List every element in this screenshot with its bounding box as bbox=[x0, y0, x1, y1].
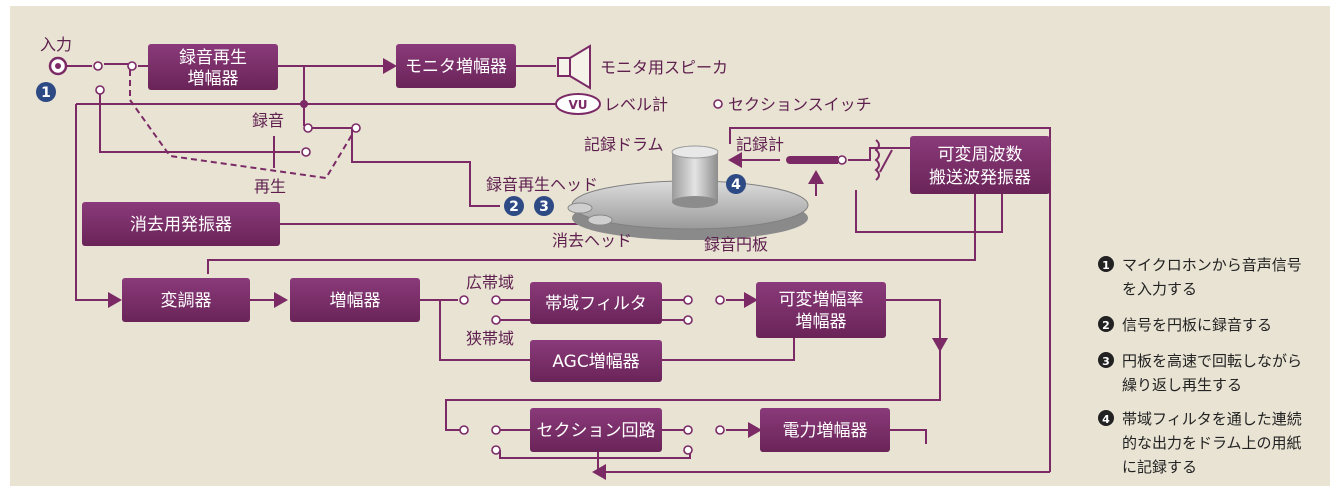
svg-text:変調器: 変調器 bbox=[161, 291, 212, 311]
modulator-block: 変調器 bbox=[122, 278, 250, 322]
svg-text:モニタ増幅器: モニタ増幅器 bbox=[405, 57, 507, 77]
speaker-label: モニタ用スピーカ bbox=[600, 58, 728, 77]
play-label: 再生 bbox=[254, 177, 286, 196]
rec-play-amp-block: 録音再生 増幅器 bbox=[148, 44, 278, 90]
svg-text:搬送波発振器: 搬送波発振器 bbox=[929, 168, 1031, 188]
diagram-labels: 入力 モニタ用スピーカ VU レベル計 セクションスイッチ 録音 再生 記録ドラ… bbox=[40, 35, 872, 348]
legend-item-4: 4 帯域フィルタを通した連続 的な出力をドラム上の用紙 に記録する bbox=[1098, 410, 1302, 476]
svg-text:3: 3 bbox=[539, 199, 549, 215]
recording-drum bbox=[671, 145, 719, 208]
svg-text:増幅器: 増幅器 bbox=[188, 69, 239, 89]
transformer-coil-icon bbox=[874, 139, 893, 181]
narrow-band-label: 狭帯域 bbox=[466, 329, 514, 348]
erase-oscillator-block: 消去用発振器 bbox=[82, 202, 280, 246]
svg-text:可変周波数: 可変周波数 bbox=[938, 145, 1023, 165]
section-switch-label: セクションスイッチ bbox=[728, 95, 872, 114]
step-badges: 1 2 3 4 bbox=[36, 82, 746, 216]
level-meter-label: レベル計 bbox=[604, 95, 668, 114]
svg-text:4: 4 bbox=[731, 177, 741, 193]
svg-text:録音再生: 録音再生 bbox=[179, 48, 247, 68]
svg-text:繰り返し再生する: 繰り返し再生する bbox=[1122, 376, 1242, 394]
recorder-label: 記録計 bbox=[736, 135, 784, 154]
svg-text:3: 3 bbox=[1102, 355, 1110, 368]
bandpass-filter-block: 帯域フィルタ bbox=[530, 282, 662, 324]
svg-text:的な出力をドラム上の用紙: 的な出力をドラム上の用紙 bbox=[1122, 434, 1302, 452]
badge-1 bbox=[36, 82, 56, 102]
recorder-bar bbox=[300, 100, 838, 164]
svg-text:2: 2 bbox=[1102, 319, 1110, 332]
svg-text:1: 1 bbox=[1102, 259, 1110, 272]
input-label: 入力 bbox=[40, 35, 72, 54]
svg-text:2: 2 bbox=[509, 199, 519, 215]
svg-text:消去用発振器: 消去用発振器 bbox=[130, 215, 232, 235]
svg-text:を入力する: を入力する bbox=[1122, 280, 1197, 298]
svg-text:1: 1 bbox=[41, 85, 51, 101]
svg-text:電力増幅器: 電力増幅器 bbox=[783, 421, 868, 441]
svg-text:円板を高速で回転しながら: 円板を高速で回転しながら bbox=[1122, 352, 1302, 370]
record-play-head bbox=[567, 202, 613, 226]
amplifier-block: 増幅器 bbox=[290, 278, 420, 322]
legend-item-1: 1 マイクロホンから音声信号 を入力する bbox=[1098, 256, 1302, 298]
drum-label: 記録ドラム bbox=[584, 135, 664, 154]
switch-terminals bbox=[93, 61, 847, 455]
badge-2 bbox=[504, 196, 524, 216]
svg-text:セクション回路: セクション回路 bbox=[537, 421, 656, 441]
wide-band-label: 広帯域 bbox=[466, 273, 514, 292]
head-label: 録音再生ヘッド bbox=[486, 175, 598, 194]
legend-item-2: 2 信号を円板に録音する bbox=[1098, 316, 1272, 334]
svg-text:可変増幅率: 可変増幅率 bbox=[779, 290, 864, 310]
agc-amp-block: AGC増幅器 bbox=[530, 340, 662, 382]
svg-text:信号を円板に録音する: 信号を円板に録音する bbox=[1122, 316, 1272, 334]
erase-head-label: 消去ヘッド bbox=[552, 231, 632, 250]
legend-item-3: 3 円板を高速で回転しながら 繰り返し再生する bbox=[1098, 352, 1302, 394]
svg-text:4: 4 bbox=[1102, 413, 1110, 426]
carrier-oscillator-block: 可変周波数 搬送波発振器 bbox=[910, 136, 1050, 194]
vu-meter-icon bbox=[555, 93, 601, 115]
svg-text:帯域フィルタ: 帯域フィルタ bbox=[545, 294, 647, 314]
svg-text:AGC増幅器: AGC増幅器 bbox=[552, 352, 639, 372]
svg-text:帯域フィルタを通した連続: 帯域フィルタを通した連続 bbox=[1122, 410, 1302, 428]
input-jack-icon bbox=[48, 56, 68, 76]
variable-gain-amp-block: 可変増幅率 増幅器 bbox=[756, 282, 886, 338]
badge-4 bbox=[726, 174, 746, 194]
svg-text:増幅器: 増幅器 bbox=[796, 312, 847, 332]
speaker-icon bbox=[557, 44, 591, 90]
monitor-amp-block: モニタ増幅器 bbox=[396, 44, 516, 88]
section-circuit-block: セクション回路 bbox=[530, 408, 662, 452]
power-amp-block: 電力増幅器 bbox=[760, 408, 890, 452]
record-label: 録音 bbox=[252, 111, 284, 130]
svg-text:に記録する: に記録する bbox=[1122, 458, 1197, 476]
legend: 1 マイクロホンから音声信号 を入力する 2 信号を円板に録音する 3 円板を高… bbox=[1098, 256, 1302, 476]
svg-text:マイクロホンから音声信号: マイクロホンから音声信号 bbox=[1122, 256, 1302, 274]
svg-text:増幅器: 増幅器 bbox=[330, 291, 381, 311]
disc-label: 録音円板 bbox=[704, 235, 768, 254]
badge-3 bbox=[534, 196, 554, 216]
vu-label: VU bbox=[568, 98, 587, 112]
